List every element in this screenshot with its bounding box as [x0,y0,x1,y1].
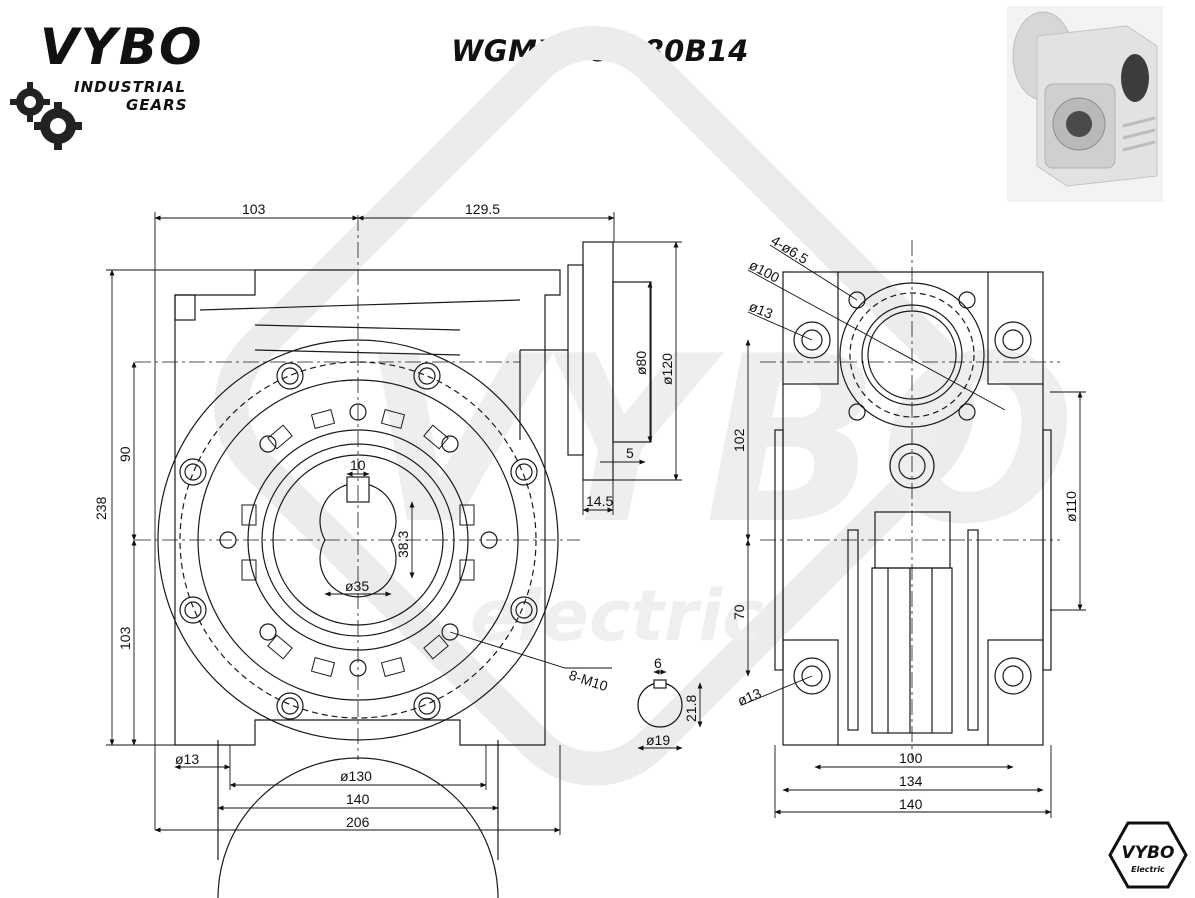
badge-sub: Electric [1131,865,1165,874]
dim-height-upper: 90 [117,446,133,462]
dim-spigot-depth: 5 [626,445,634,461]
dim-height-lower: 103 [117,626,133,650]
dim-width-140: 140 [346,791,370,807]
brand-logo-line2: GEARS [126,96,188,114]
front-view [157,269,561,898]
dim-spigot: ø80 [633,351,649,375]
dim-mount-holes: 8-M10 [567,667,610,695]
dim-side-upper: 102 [731,428,747,452]
dim-top-left: 103 [242,201,266,217]
dim-flange-pcd: ø130 [340,768,372,784]
dim-side-pcd: ø100 [747,257,783,286]
dim-shaft-diameter: ø19 [646,732,670,748]
dim-side-spigot: ø110 [1063,491,1079,522]
dim-thickness: 14.5 [586,493,613,509]
dim-top-right: 129.5 [465,201,500,217]
dim-shaft-key: 6 [654,655,662,671]
dim-width-206: 206 [346,814,370,830]
gearbox-photo [1007,6,1163,202]
shaft-section [637,679,683,728]
input-flange-view [519,241,652,481]
dim-height-total: 238 [93,496,109,520]
dim-foot-hole: ø13 [175,751,199,767]
dim-keyway-width: 10 [350,457,366,473]
brand-logo-text: VYBO [40,18,204,76]
dim-side-width-140: 140 [899,796,923,812]
dim-side-foot-hole: ø13 [735,685,764,709]
watermark-subtext: electric [470,575,764,657]
model-title: WGMX 090 80B14 [451,34,749,68]
side-view [774,271,1052,746]
dim-flange: ø120 [659,353,675,385]
brand-logo-line1: INDUSTRIAL [74,78,187,96]
dim-bore: ø35 [345,578,369,594]
dim-keyway-depth: 38.3 [395,531,411,558]
dim-shaft-height: 21.8 [683,695,699,722]
dim-side-boss: ø13 [747,298,776,322]
badge-brand: VYBO [1122,843,1175,863]
dim-side-width-100: 100 [899,750,923,766]
vybo-electric-badge: VYBO Electric [1108,821,1188,889]
dim-side-lower: 70 [731,604,747,620]
dimension-labels: 103 129.5 238 90 103 10 38.3 ø35 8-M10 ø… [93,201,1079,830]
dim-side-holes: 4-ø6.5 [768,232,811,267]
watermark-text: VYBO [360,308,1075,575]
gear-icon [10,82,82,150]
watermark: VYBO electric [214,26,1075,786]
mount-holes [179,362,538,720]
dim-side-width-134: 134 [899,773,923,789]
